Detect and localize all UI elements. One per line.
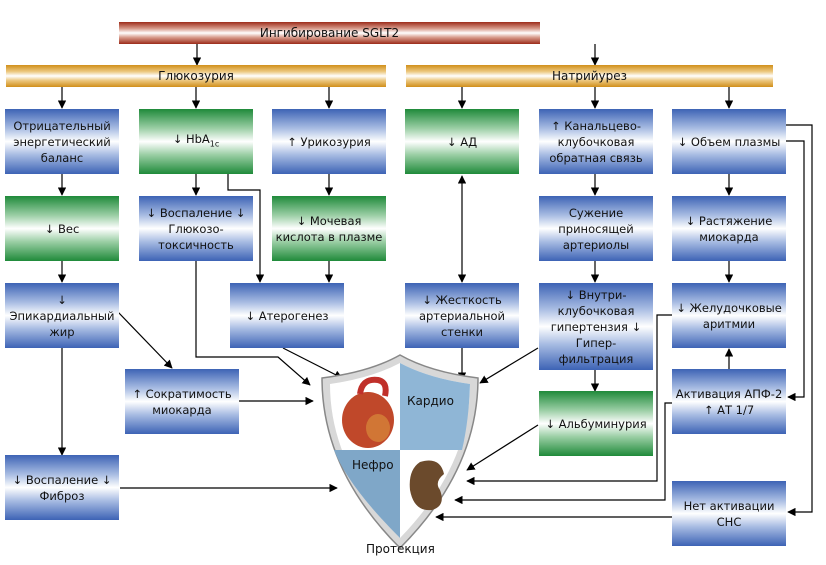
box-text: ↑ Сократимость миокарда: [132, 386, 232, 417]
box-hba1c: ↓ HbA1c: [139, 109, 253, 174]
box-text: ↓ Атерогенез: [245, 308, 329, 323]
shield-caption: Протекция: [366, 542, 435, 556]
box-ace2-activation: Активация АПФ-2 ↑ АТ 1/7: [672, 369, 786, 434]
arrow-arrhythmia-to-shield: [466, 314, 672, 486]
box-myocardial-stretch: ↓ Растяжение миокарда: [672, 196, 786, 261]
box-text: ↓ Эпикардиальный жир: [9, 292, 115, 339]
box-weight: ↓ Вес: [5, 196, 119, 261]
box-atherogenesis: ↓ Атерогенез: [230, 283, 344, 348]
arrow-hba1c-to-atherogenesis: [227, 174, 265, 283]
box-text: ↓ Альбуминурия: [545, 416, 647, 431]
natriuresis-bar: Натрийурез: [406, 65, 773, 87]
box-inflammation-glucotoxicity: ↓ Воспаление ↓ Глюкозо-токсичность: [139, 196, 253, 261]
box-text: ↓ Растяжение миокарда: [685, 213, 773, 244]
arrow-ace2-to-shield: [454, 402, 672, 505]
box-text: ↓ Воспаление ↓ Глюкозо-токсичность: [146, 205, 246, 252]
kidney-icon: [409, 460, 444, 511]
sglt2-inhibition-bar: Ингибирование SGLT2: [119, 22, 540, 44]
box-blood-pressure: ↓ АД: [405, 109, 519, 174]
box-text: ↓ Воспаление ↓ Фиброз: [12, 472, 112, 503]
box-afferent-arteriole: Сужение приносящей артериолы: [539, 196, 653, 261]
box-text: ↓ Объем плазмы: [677, 134, 781, 149]
box-text: ↓ Внутри-клубочковая гипертензия ↓ Гипер…: [550, 287, 642, 366]
box-text: ↓ HbA1c: [172, 131, 220, 149]
box-albuminuria: ↓ Альбуминурия: [539, 391, 653, 456]
glucosuria-label: Глюкозурия: [158, 69, 234, 83]
box-plasma-volume: ↓ Объем плазмы: [672, 109, 786, 174]
box-text: Нет активации СНС: [683, 498, 775, 529]
arrow-inflam-to-shield: [195, 261, 311, 386]
heart-icon: [342, 376, 394, 448]
box-arterial-stiffness: ↓ Жесткость артериальной стенки: [405, 283, 519, 348]
box-text: Активация АПФ-2 ↑ АТ 1/7: [675, 386, 783, 417]
arrow-atherogenesis-to-shield: [282, 347, 343, 379]
box-text: ↓ Вес: [44, 221, 80, 236]
box-text: ↓ АД: [446, 134, 478, 149]
box-text: ↑ Урикозурия: [287, 134, 371, 149]
arrow-intraglom-to-shield: [479, 347, 539, 384]
arrow-plasma-to-sns: [786, 124, 813, 517]
box-sns-no-activation: Нет активации СНС: [672, 481, 786, 546]
box-intraglomerular-hypertension: ↓ Внутри-клубочковая гипертензия ↓ Гипер…: [539, 283, 653, 370]
sglt2-inhibition-title: Ингибирование SGLT2: [259, 26, 400, 40]
box-tubuloglomerular-feedback: ↑ Канальцево-клубочковая обратная связь: [539, 109, 653, 174]
box-text: ↓ Жесткость артериальной стенки: [418, 292, 506, 339]
arrow-epicardial-to-contractility: [117, 311, 173, 369]
box-inflammation-fibrosis: ↓ Воспаление ↓ Фиброз: [5, 455, 119, 520]
box-uricosuria: ↑ Урикозурия: [272, 109, 386, 174]
box-myocardial-contractility: ↑ Сократимость миокарда: [125, 369, 239, 434]
glucosuria-bar: Глюкозурия: [6, 65, 386, 87]
shield-icon: [321, 354, 479, 550]
box-text: Сужение приносящей артериолы: [558, 205, 634, 252]
shield-nephro-label: Нефро: [352, 458, 394, 472]
box-text: Отрицательный энергетический баланс: [13, 118, 111, 165]
box-ventricular-arrhythmia: ↓ Желудочковые аритмии: [672, 283, 786, 348]
natriuresis-label: Натрийурез: [551, 69, 628, 83]
box-uric-acid: ↓ Мочевая кислота в плазме: [272, 196, 386, 261]
arrow-albuminuria-to-shield: [466, 424, 539, 471]
shield-cardio-label: Кардио: [407, 394, 454, 408]
box-text: ↓ Мочевая кислота в плазме: [275, 213, 383, 244]
box-epicardial-fat: ↓ Эпикардиальный жир: [5, 283, 119, 348]
box-energy-balance: Отрицательный энергетический баланс: [5, 109, 119, 174]
arrow-plasma-to-ace2: [786, 140, 805, 402]
box-text: ↑ Канальцево-клубочковая обратная связь: [549, 118, 643, 165]
box-text: ↓ Желудочковые аритмии: [676, 300, 782, 331]
